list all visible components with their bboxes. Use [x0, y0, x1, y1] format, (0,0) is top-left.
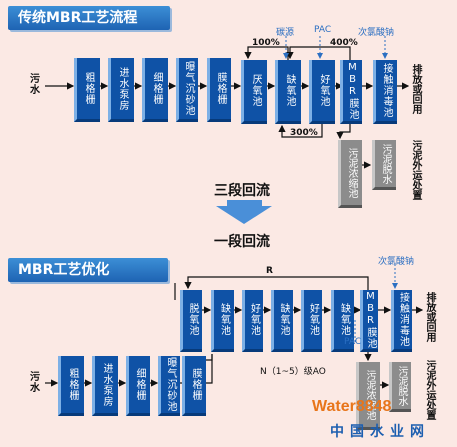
s1-fine-screen-box: 细格栅	[142, 58, 168, 122]
s2-deoxygen-tank-box: 脱氧池	[180, 290, 202, 352]
s1-grit-chamber-box: 曝气沉砂池	[176, 58, 198, 122]
s2-disinfection-tank-box: 接触消毒池	[391, 290, 412, 352]
s1-aerobic-tank-box: 好氧池	[309, 60, 335, 124]
s1-pac-label: PAC	[314, 25, 332, 35]
one-stage-recycle-label: 一段回流	[214, 234, 270, 250]
s1-sludge-outlet-label: 污泥外运处置	[410, 140, 421, 200]
s2-pac-label: PAC	[344, 337, 362, 347]
s2-pump-house-box: 进水泵房	[92, 356, 118, 416]
watermark-subtitle: 中国水业网	[330, 424, 430, 440]
s2-anoxic-tank-1-box: 缺氧池	[211, 290, 234, 352]
watermark-logo: Water8848	[312, 398, 392, 415]
s1-mbr-tank-box: MBR膜池	[340, 60, 362, 124]
section1-title: 传统MBR工艺流程	[8, 6, 170, 30]
s2-anoxic-tank-2-box: 缺氧池	[271, 290, 293, 352]
s1-recycle-300-label: 300%	[290, 128, 318, 138]
s2-recycle-r-label: R	[266, 266, 273, 276]
s1-outlet-label: 排放或回用	[410, 64, 421, 114]
s1-recycle-400-label: 400%	[330, 38, 358, 48]
s1-anoxic-tank-box: 缺氧池	[275, 60, 301, 124]
s1-sludge-thickener-box: 污泥浓缩池	[338, 140, 362, 208]
s2-sludge-thickener-box: 污泥浓缩池	[356, 362, 380, 430]
s1-carbon-source-label: 碳源	[276, 28, 295, 38]
s2-aerobic-tank-1-box: 好氧池	[242, 290, 263, 352]
s2-sludge-dewatering-box: 污泥脱水	[389, 362, 411, 412]
s2-mbr-tank-box: MBR膜池	[360, 290, 378, 352]
s2-naclo-label: 次氯酸钠	[378, 257, 415, 267]
s1-recycle-100-label: 100%	[252, 38, 280, 48]
section2-inlet-label: 污水	[30, 372, 40, 394]
three-stage-recycle-label: 三段回流	[214, 183, 270, 199]
section1-inlet-label: 污水	[30, 74, 40, 96]
s2-outlet-label: 排放或回用	[424, 292, 435, 342]
s1-disinfection-tank-box: 接触消毒池	[373, 60, 397, 124]
s2-sludge-outlet-label: 污泥外运处置	[424, 360, 435, 420]
s1-coarse-screen-box: 粗格栅	[74, 58, 100, 122]
s2-aerobic-tank-2-box: 好氧池	[301, 290, 322, 352]
s1-sludge-dewatering-box: 污泥脱水	[372, 140, 396, 190]
s1-pump-house-box: 进水泵房	[108, 58, 134, 122]
s2-n-stage-ao-label: N（1~5）级AO	[260, 367, 326, 377]
s2-coarse-screen-box: 粗格栅	[58, 356, 84, 416]
section2-title: MBR工艺优化	[8, 258, 168, 282]
s1-membrane-screen-box: 膜格栅	[207, 58, 231, 122]
s2-fine-screen-box: 细格栅	[126, 356, 150, 416]
s1-naclo-label: 次氯酸钠	[358, 28, 395, 38]
s2-membrane-screen-box: 膜格栅	[182, 356, 206, 416]
s2-anoxic-tank-3-box: 缺氧池	[331, 290, 354, 352]
s1-anaerobic-tank-box: 厌氧池	[241, 60, 267, 124]
s2-grit-chamber-box: 曝气沉砂池	[158, 356, 180, 416]
